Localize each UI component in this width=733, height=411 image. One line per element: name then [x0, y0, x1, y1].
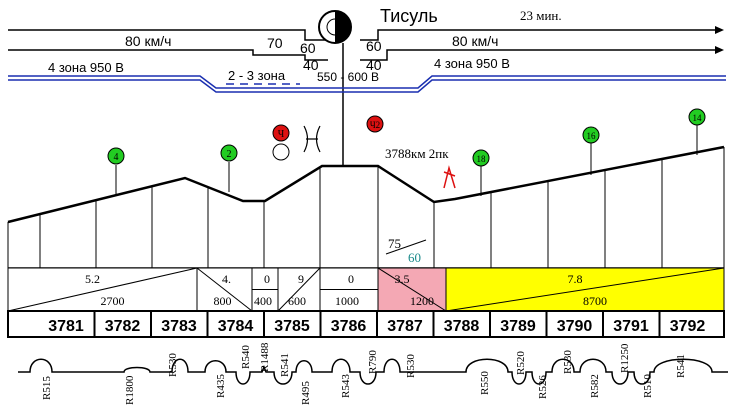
gradient-slope-value: 3.5 — [395, 272, 410, 286]
svg-text:4: 4 — [114, 152, 119, 163]
signal-18: 18 — [472, 149, 490, 167]
speed-limit-lower-left: 40 — [303, 57, 319, 73]
gradient-slope-line — [7, 267, 198, 312]
svg-text:Ч2: Ч2 — [370, 120, 380, 130]
kilometer-value: 3788 — [444, 318, 480, 335]
curve-radius-label: R520 — [515, 351, 527, 375]
section-insulator-icon — [303, 125, 321, 153]
curve-radius-label: R530 — [562, 350, 574, 374]
gradient-length-value: 1000 — [335, 294, 359, 308]
signal-16: 16 — [582, 126, 600, 144]
curve-radius-label: R435 — [215, 374, 227, 398]
gradient-length-value: 600 — [288, 294, 306, 308]
gradient-slope-line — [196, 267, 253, 312]
svg-text:75: 75 — [388, 236, 401, 251]
arrow-right-icon — [715, 26, 724, 34]
kilometer-value: 3781 — [48, 318, 84, 335]
svg-text:Ч: Ч — [278, 129, 285, 140]
voltage-zone-left: 4 зона 950 В — [48, 60, 124, 75]
curve-radius-label: R515 — [41, 376, 53, 400]
arrow-right-icon — [715, 46, 724, 54]
svg-text:16: 16 — [587, 131, 597, 141]
kilometer-value: 3785 — [274, 318, 310, 335]
curve-radius-label: R541 — [279, 353, 291, 377]
track-profile-line — [7, 145, 725, 224]
contact-line — [8, 75, 726, 93]
signal-post — [115, 125, 698, 196]
curve-radius-label: R1488 — [259, 342, 271, 372]
svg-text:2: 2 — [227, 149, 232, 160]
signal-4: 4 — [107, 147, 125, 165]
speed-limit-right: 80 км/ч — [452, 33, 498, 49]
speed-limit-lines — [8, 29, 715, 61]
kilometer-mark: 3788км 2пк — [385, 146, 449, 161]
curve-radius-label: R790 — [367, 350, 379, 374]
speed-limit-station-mid: 60 — [300, 40, 316, 56]
curve-radius-label: R540 — [240, 345, 252, 369]
signal-ch: Ч — [272, 124, 290, 161]
curve-radius-label: R1800 — [124, 375, 136, 405]
curve-radius-label: R582 — [589, 374, 601, 398]
voltage-zone-right: 4 зона 950 В — [434, 56, 510, 71]
gradient-slope-value: 9 — [298, 272, 304, 286]
gradient-length-value: 1200 — [410, 294, 434, 308]
curve-radius-label: R541 — [675, 354, 687, 378]
gradient-slope-value: 7.8 — [568, 272, 583, 286]
kilometer-row-frame — [7, 310, 725, 338]
gradient-length-value: 8700 — [583, 294, 607, 308]
kilometer-value: 3782 — [105, 318, 141, 335]
signal-2: 2 — [220, 144, 238, 162]
gradient-length-value: 800 — [214, 294, 232, 308]
kilometer-value: 3790 — [557, 318, 593, 335]
gradient-slope-value: 0 — [348, 272, 354, 286]
gradient-slope-value: 4. — [222, 272, 231, 286]
voltage-zone-middle: 2 - 3 зона — [228, 68, 286, 83]
speed-limit-left: 80 км/ч — [125, 33, 171, 49]
curve-line — [18, 358, 728, 385]
kilometer-value: 3791 — [613, 318, 649, 335]
svg-text:14: 14 — [693, 113, 703, 123]
signal-14: 14 — [688, 108, 706, 126]
kilometer-value: 3792 — [670, 318, 706, 335]
svg-text:18: 18 — [477, 154, 487, 164]
kilometer-value: 3787 — [387, 318, 423, 335]
curve-radius-label: R495 — [300, 381, 312, 405]
curve-radius-label: R550 — [479, 371, 491, 395]
speed-fraction: 75 60 — [385, 236, 427, 265]
curve-radius-label: R543 — [340, 374, 352, 398]
gradient-slope-value: 0 — [264, 272, 270, 286]
kilometer-value: 3786 — [331, 318, 367, 335]
voltage-zone-middle-voltage: 550 - 600 В — [317, 70, 379, 84]
curve-radius-label: R510 — [642, 374, 654, 398]
gradient-slope-line — [277, 267, 321, 312]
station-symbol-icon — [318, 10, 352, 44]
gradient-length-value: 400 — [254, 294, 272, 308]
curve-radius-label: R530 — [405, 354, 417, 378]
kilometer-row: 3781 3782 3783 3784 3785 3786 3787 3788 3789 3790… — [7, 310, 725, 338]
gradient-slope-line — [377, 267, 447, 312]
speed-limit-station-right: 60 — [366, 38, 382, 54]
kilometer-value: 3783 — [161, 318, 197, 335]
station-name: Тисуль — [380, 6, 438, 26]
gradient-length-value: 2700 — [101, 294, 125, 308]
speed-limit-station-left: 70 — [267, 35, 283, 51]
signal-ch2: Ч2 — [366, 115, 384, 133]
svg-text:60: 60 — [408, 250, 421, 265]
travel-time: 23 мин. — [520, 8, 562, 23]
kilometer-value: 3789 — [500, 318, 536, 335]
kilometer-value: 3784 — [218, 318, 254, 335]
curve-radius-label: R526 — [537, 375, 549, 399]
gradient-slope-value: 5.2 — [85, 272, 100, 286]
curve-radius-label: R530 — [167, 353, 179, 377]
curve-radius-label: R1250 — [619, 343, 631, 373]
neutral-section-icon — [443, 165, 456, 189]
gradient-slope-line — [445, 267, 725, 312]
speed-limit-lower-right: 40 — [366, 57, 382, 73]
profile-verticals — [7, 147, 725, 268]
